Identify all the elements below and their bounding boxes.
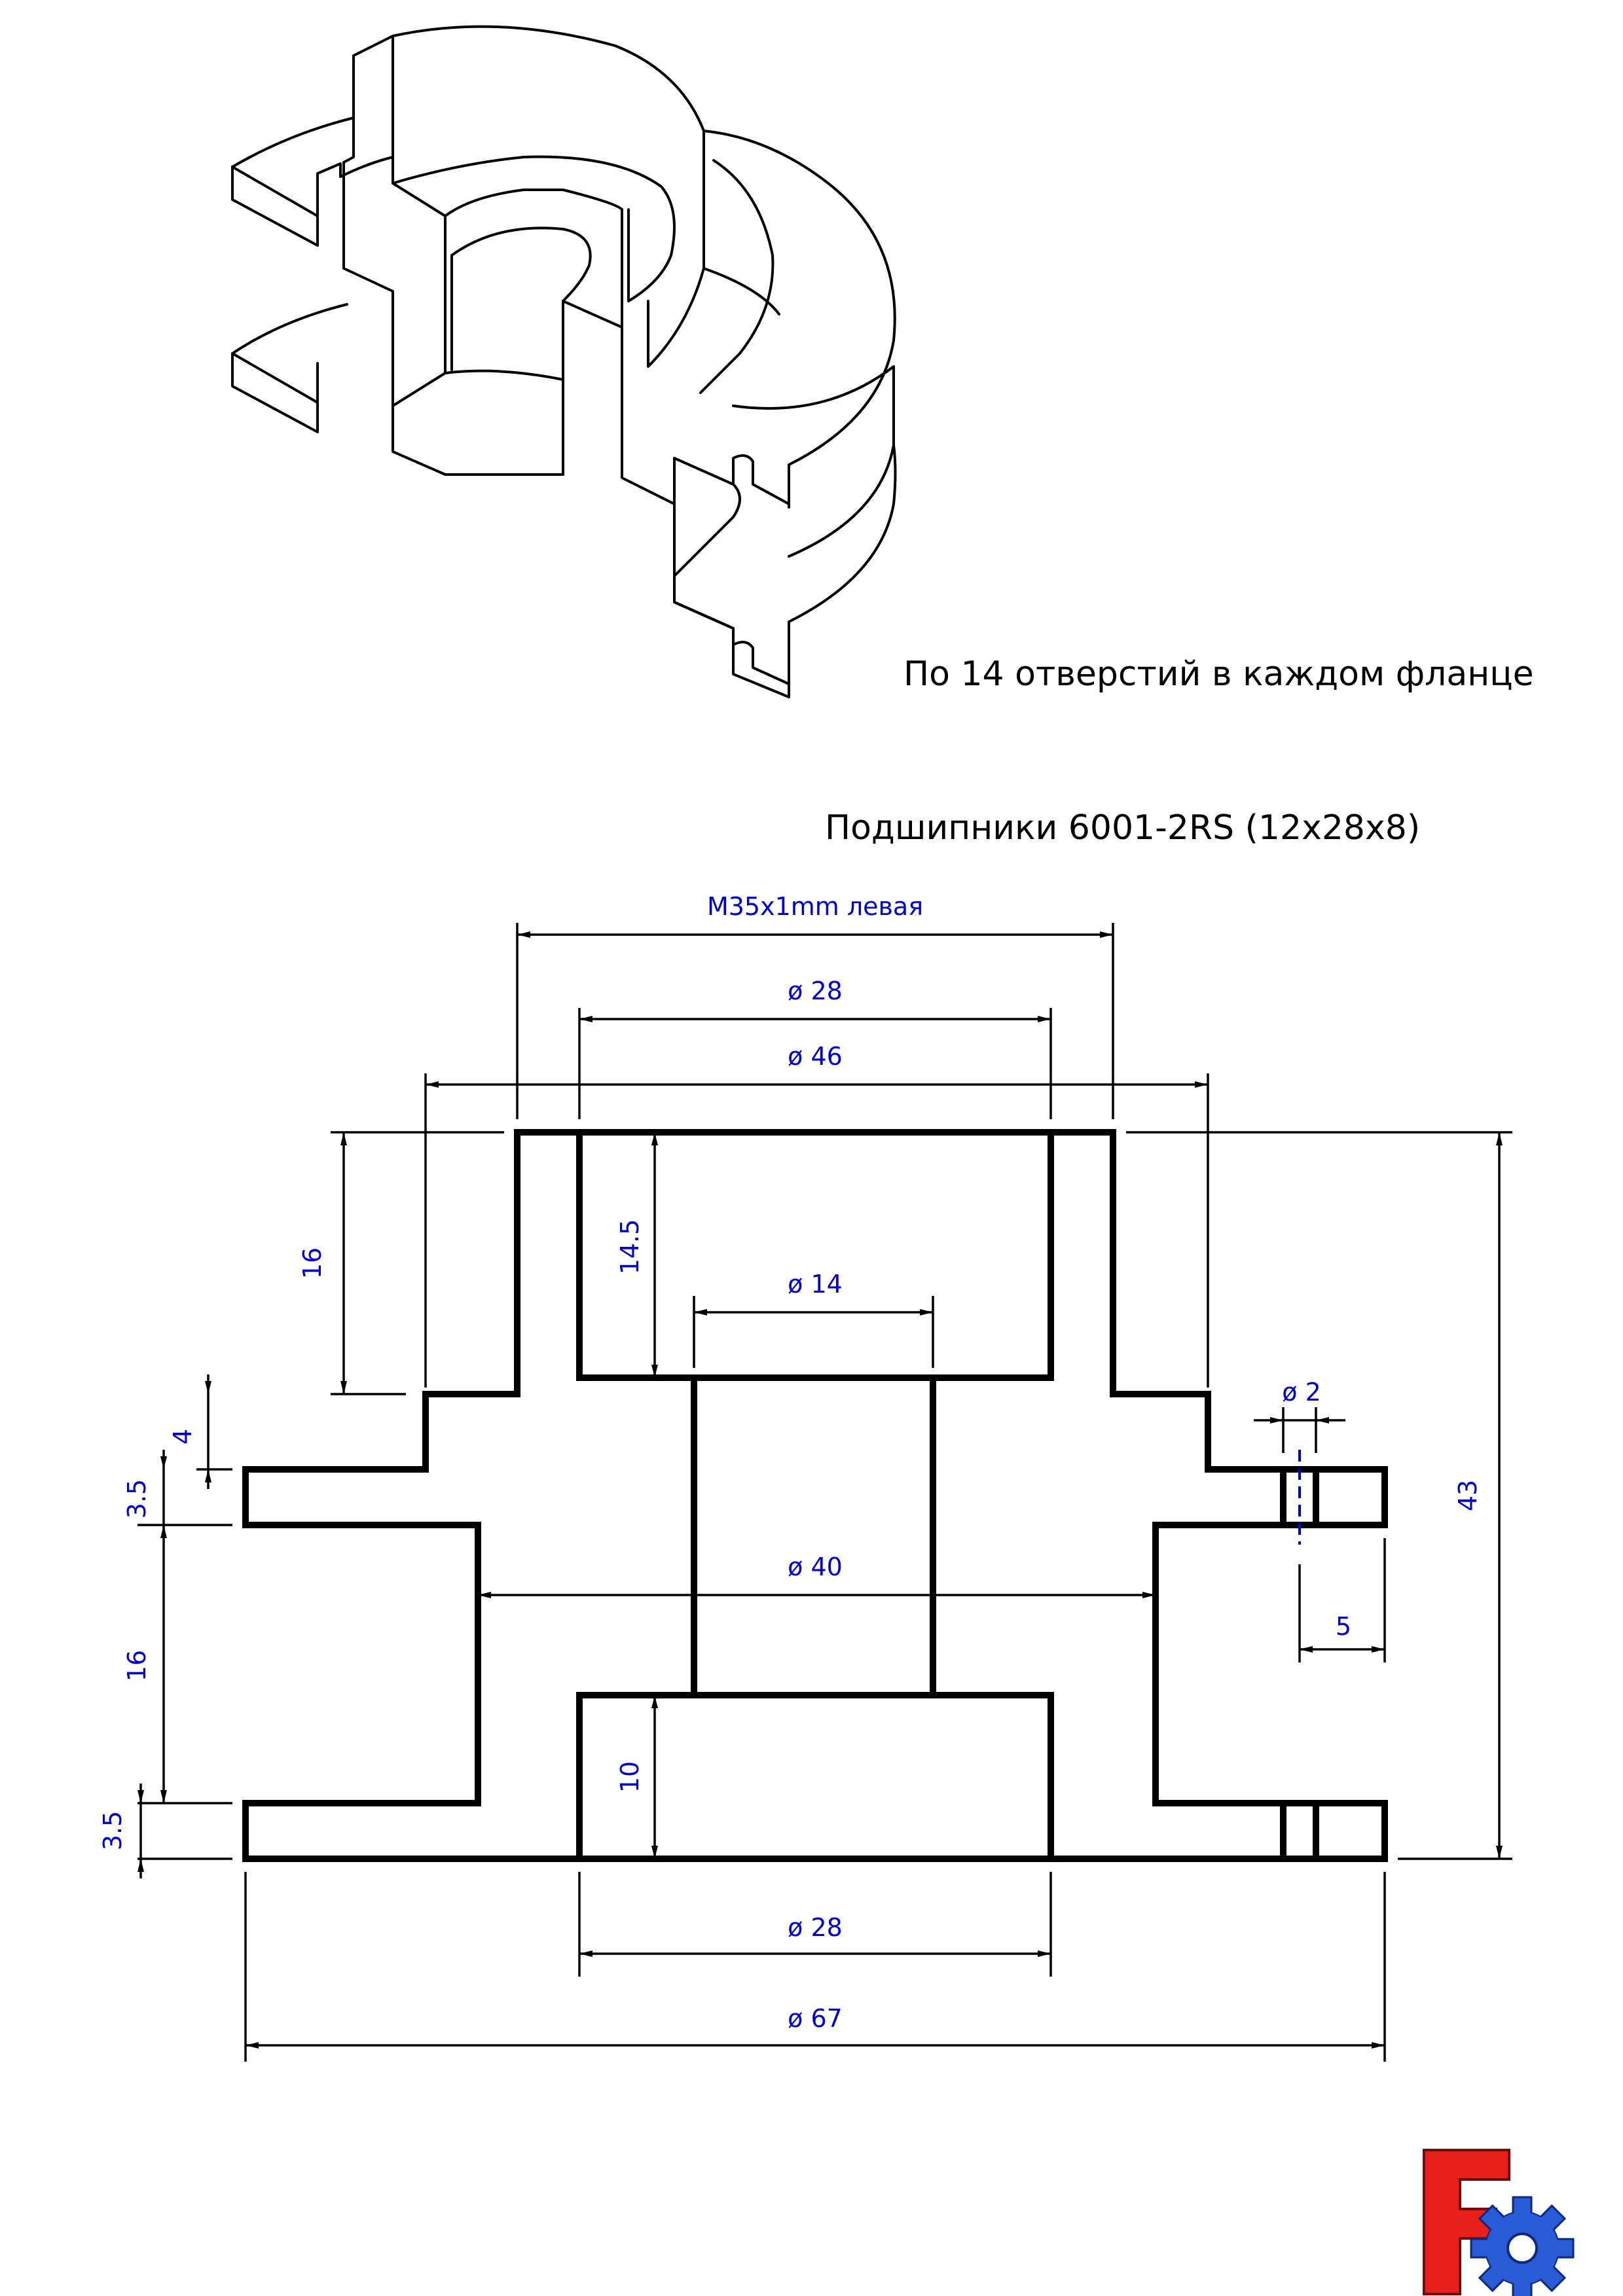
extension-lines	[137, 923, 1512, 2062]
dimension-labels: M35x1mm левая ø 28 ø 46 16 14.5 ø 14 ø 2…	[98, 892, 1482, 2033]
dimension-lines	[137, 931, 1503, 2049]
freecad-logo	[1423, 2149, 1575, 2296]
dim-d2: ø 2	[1282, 1378, 1321, 1407]
dim-w5: 5	[1336, 1612, 1351, 1641]
dim-d40: ø 40	[788, 1552, 843, 1581]
dim-d67: ø 67	[788, 2004, 843, 2033]
dim-d28-bottom: ø 28	[788, 1913, 843, 1942]
part-outline	[242, 1129, 1388, 1862]
bearings-note: Подшипники 6001-2RS (12x28x8)	[825, 808, 1421, 848]
dim-h3-5-lower: 3.5	[98, 1811, 127, 1850]
isometric-sketch	[231, 25, 897, 698]
dim-h16-top: 16	[298, 1247, 327, 1279]
dim-h10: 10	[615, 1761, 644, 1793]
thread-label: M35x1mm левая	[707, 892, 923, 921]
dim-d46: ø 46	[788, 1042, 843, 1071]
holes-note: По 14 отверстий в каждом фланце	[903, 655, 1534, 694]
dim-h43: 43	[1453, 1480, 1482, 1511]
dim-h14-5: 14.5	[615, 1219, 644, 1275]
dim-h3-5-upper: 3.5	[122, 1479, 151, 1518]
dim-h4: 4	[168, 1429, 197, 1444]
dim-d14: ø 14	[788, 1270, 843, 1299]
dim-h16-mid: 16	[122, 1650, 151, 1681]
dim-d28-top: ø 28	[788, 977, 843, 1005]
